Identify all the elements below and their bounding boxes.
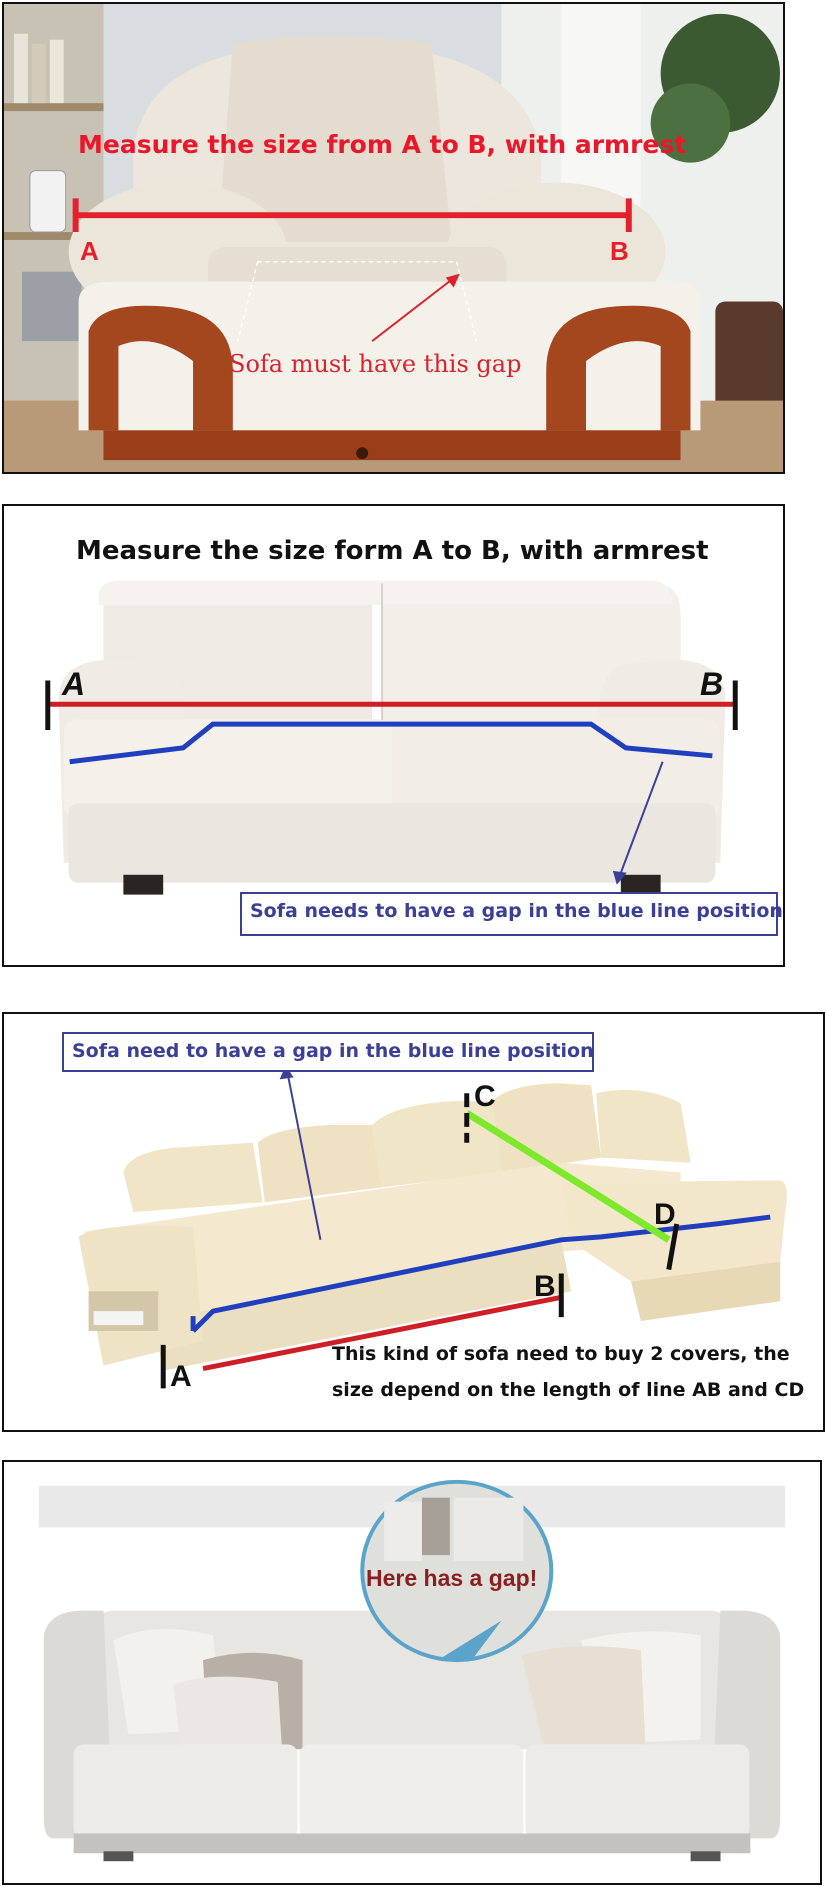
sectional-illustration [78, 1065, 787, 1389]
sectional-note-line-2: size depend on the length of line AB and… [332, 1379, 805, 1401]
armchair-illustration [4, 4, 783, 472]
modular-sofa-illustration [38, 1479, 786, 1862]
label-b: B [534, 1270, 556, 1303]
label-b: B [610, 236, 629, 266]
sofa-measure-panel: Measure the size form A to B, with armre… [2, 504, 785, 967]
sofa-gap-note: Sofa needs to have a gap in the blue lin… [240, 892, 783, 936]
gap-callout-label: Here has a gap! [366, 1565, 538, 1591]
label-c: C [474, 1080, 496, 1113]
label-a: A [80, 236, 99, 266]
label-b: B [700, 666, 724, 702]
sectional-note-line-1: This kind of sofa need to buy 2 covers, … [332, 1343, 790, 1365]
label-d: D [654, 1198, 676, 1231]
gap-callout-panel: Here has a gap! [2, 1460, 822, 1885]
sofa-illustration [45, 580, 738, 895]
sofa-title: Measure the size form A to B, with armre… [76, 536, 709, 566]
sectional-gap-note: Sofa need to have a gap in the blue line… [62, 1032, 594, 1072]
sectional-measure-panel: Sofa need to have a gap in the blue line… [2, 1012, 825, 1432]
armchair-title: Measure the size from A to B, with armre… [78, 130, 687, 159]
label-a: A [62, 666, 86, 702]
armchair-measure-panel: Measure the size from A to B, with armre… [2, 2, 785, 474]
label-a: A [170, 1360, 192, 1393]
sectional-note: This kind of sofa need to buy 2 covers, … [332, 1336, 804, 1408]
armchair-gap-note: Sofa must have this gap [229, 350, 522, 378]
